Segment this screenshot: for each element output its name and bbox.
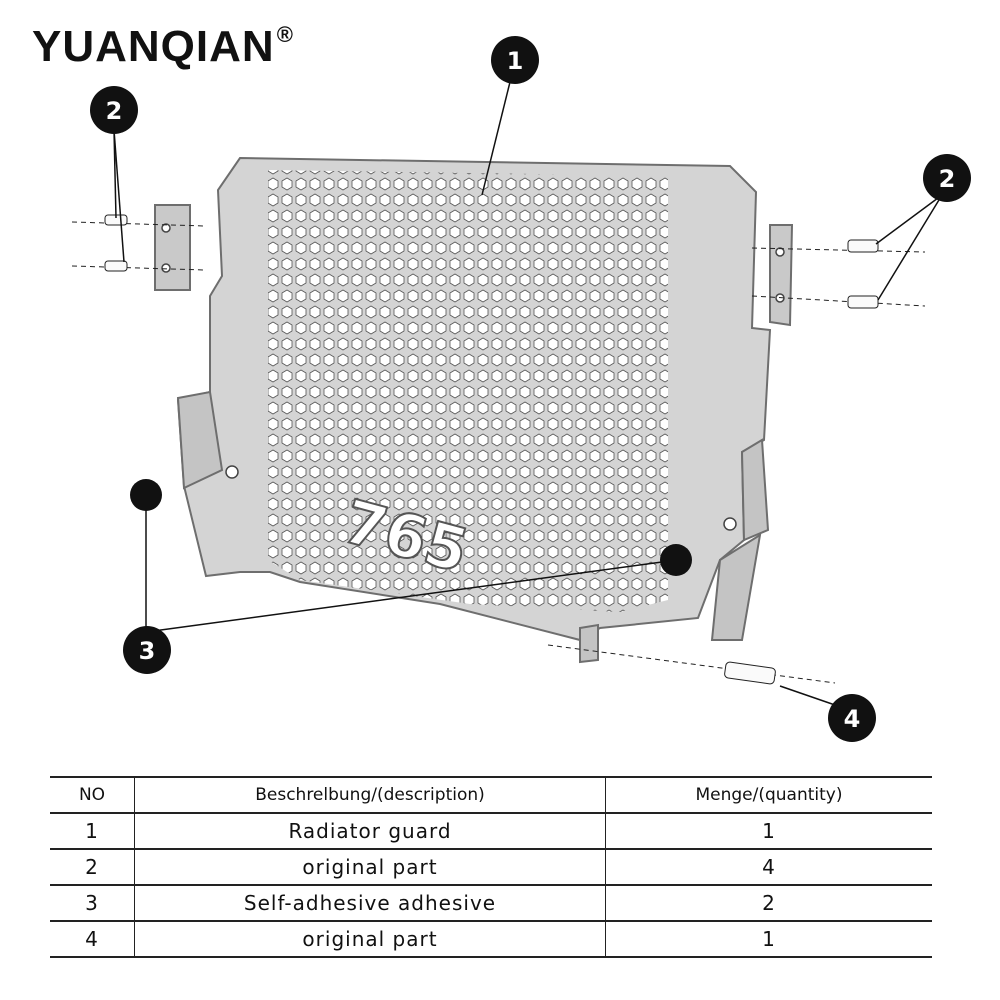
table-row: 3 Self-adhesive adhesive 2 bbox=[50, 885, 932, 922]
insertion-path bbox=[71, 221, 206, 227]
row-quantity: 2 bbox=[605, 885, 932, 922]
callout-3: 3 bbox=[123, 626, 171, 674]
fasteners bbox=[71, 214, 926, 685]
guard-left-bracket bbox=[154, 204, 191, 291]
row-no: 4 bbox=[50, 921, 135, 958]
callout-2-left-label: 2 bbox=[106, 97, 123, 125]
leader-lines bbox=[113, 81, 943, 706]
header-no: NO bbox=[50, 776, 135, 814]
brand-logo: YUANQIAN® bbox=[32, 22, 294, 72]
insertion-path bbox=[547, 644, 836, 684]
header-description: Beschrelbung/(description) bbox=[134, 776, 606, 814]
row-description: original part bbox=[134, 921, 606, 958]
mount-hole bbox=[723, 517, 737, 531]
row-no: 2 bbox=[50, 849, 135, 886]
table-row: 1 Radiator guard 1 bbox=[50, 813, 932, 850]
callout-1: 1 bbox=[491, 36, 539, 84]
row-description: Self-adhesive adhesive bbox=[134, 885, 606, 922]
bolt bbox=[847, 239, 879, 253]
row-quantity: 1 bbox=[605, 813, 932, 850]
assembly-diagram: 765 1 bbox=[71, 36, 971, 742]
adhesive-pads bbox=[130, 479, 692, 576]
mount-hole bbox=[225, 465, 239, 479]
table-row: 2 original part 4 bbox=[50, 849, 932, 886]
callout-3-label: 3 bbox=[139, 637, 156, 665]
guard-left-tab bbox=[176, 390, 224, 490]
parts-table: NO Beschrelbung/(description) Menge/(qua… bbox=[50, 776, 932, 958]
table-row: 4 original part 1 bbox=[50, 921, 932, 958]
guard-bottom-right-tab bbox=[710, 532, 762, 641]
row-quantity: 1 bbox=[605, 921, 932, 958]
radiator-guard: 765 bbox=[154, 156, 794, 664]
header-quantity: Menge/(quantity) bbox=[605, 776, 932, 814]
brand-name: YUANQIAN bbox=[32, 22, 275, 71]
row-description: Radiator guard bbox=[134, 813, 606, 850]
row-description: original part bbox=[134, 849, 606, 886]
mount-hole bbox=[161, 223, 171, 233]
row-no: 1 bbox=[50, 813, 135, 850]
row-quantity: 4 bbox=[605, 849, 932, 886]
callout-1-label: 1 bbox=[507, 47, 524, 75]
guard-right-bracket bbox=[769, 224, 794, 327]
hex-mesh bbox=[268, 170, 668, 612]
guard-bottom-tab bbox=[579, 623, 599, 664]
mount-hole bbox=[161, 263, 171, 273]
bolt bbox=[104, 260, 128, 272]
bolt bbox=[724, 661, 776, 685]
mount-hole bbox=[775, 247, 785, 257]
table-header-row: NO Beschrelbung/(description) Menge/(qua… bbox=[50, 776, 932, 814]
guard-right-tab bbox=[740, 438, 770, 542]
row-no: 3 bbox=[50, 885, 135, 922]
bolt bbox=[847, 295, 879, 309]
callout-2-right: 2 bbox=[923, 154, 971, 202]
adhesive-pad bbox=[660, 544, 692, 576]
callout-2-right-label: 2 bbox=[939, 165, 956, 193]
registered-mark: ® bbox=[276, 22, 294, 47]
callout-4: 4 bbox=[828, 694, 876, 742]
insertion-path bbox=[71, 265, 206, 271]
callout-2-left: 2 bbox=[90, 86, 138, 134]
insertion-path bbox=[751, 247, 926, 253]
adhesive-pad bbox=[130, 479, 162, 511]
callout-4-label: 4 bbox=[844, 705, 861, 733]
insertion-path bbox=[751, 295, 926, 307]
